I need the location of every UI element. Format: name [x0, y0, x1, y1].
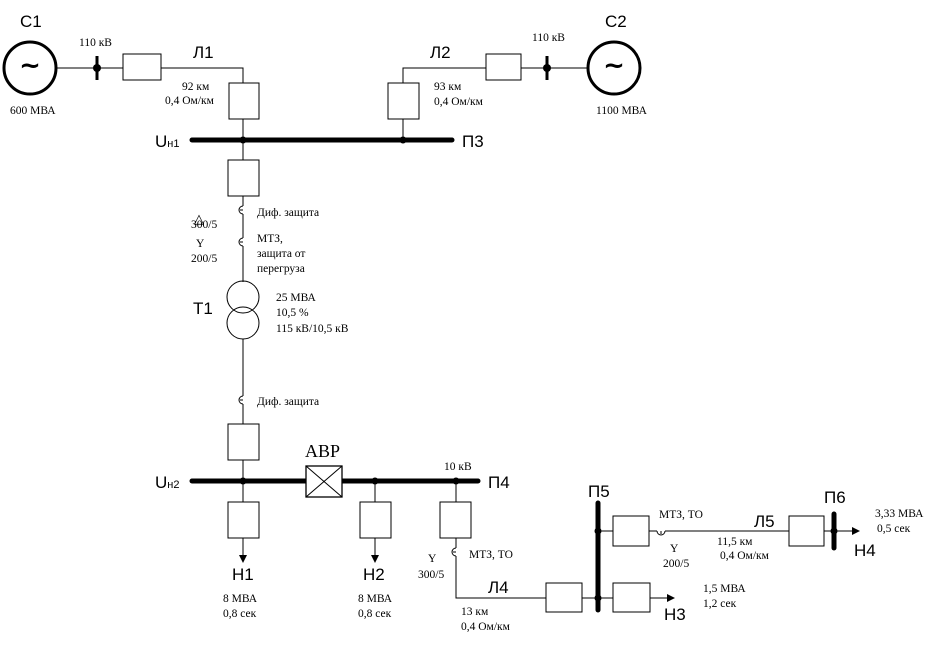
bus-p5-label: П5	[588, 482, 610, 501]
n3-arrow-icon	[667, 594, 675, 602]
bus-un1-label: Uн1	[155, 132, 179, 151]
line-l1-wire	[161, 67, 244, 83]
line-l1-name: Л1	[193, 43, 214, 62]
ct-delta-ratio-text: 300/5	[191, 219, 217, 231]
bus-un2-label: Uн2	[155, 473, 179, 492]
source-c1-voltage: 110 кВ	[79, 37, 112, 49]
c1-switch-box	[122, 53, 162, 81]
transformer-hv-winding-icon	[226, 280, 260, 314]
load-n2-power: 8 МВА	[358, 593, 393, 605]
l5-switch-box	[612, 515, 650, 547]
ct-star-icon: Y	[196, 238, 205, 250]
bus-un2-sub: н2	[167, 479, 179, 491]
line-l1-length: 92 км	[182, 81, 210, 93]
line-l2-wire	[402, 67, 486, 83]
line-l5-resistance: 0,4 Ом/км	[720, 550, 770, 562]
load-n1-time: 0,8 сек	[223, 608, 257, 620]
transformer-power: 25 МВА	[276, 292, 317, 304]
bus-p4-voltage: 10 кВ	[444, 461, 472, 473]
source-c2-power: 1100 МВА	[596, 105, 648, 117]
line-l1-resistance: 0,4 Ом/км	[165, 95, 215, 107]
load-n2-time: 0,8 сек	[358, 608, 392, 620]
l5-ct-star-icon: Y	[670, 543, 679, 555]
t1-hv-switch-box	[227, 159, 260, 197]
l4-ct-star-icon: Y	[428, 553, 437, 565]
l4-end-switch-box	[545, 582, 583, 613]
mtz-line1: МТЗ,	[257, 233, 283, 245]
avr-cross-2	[305, 465, 343, 498]
avr-label: АВР	[305, 441, 340, 461]
line-l4-length: 13 км	[461, 606, 489, 618]
transformer-ratio: 115 кВ/10,5 кВ	[276, 323, 349, 335]
load-n3-power: 1,5 МВА	[703, 583, 746, 595]
line-l5-length: 11,5 км	[717, 536, 753, 548]
n4-arrow-icon	[852, 527, 860, 535]
load-n1-power: 8 МВА	[223, 593, 258, 605]
n2-arrow-icon	[371, 555, 379, 563]
load-n4-power: 3,33 МВА	[875, 508, 924, 520]
t1-lv-switch-box	[227, 423, 260, 461]
l2-switch-box	[387, 82, 420, 120]
line-l2-length: 93 км	[434, 81, 462, 93]
ct-hv-mtz-icon	[238, 237, 244, 247]
line-l4-name: Л4	[488, 578, 509, 597]
load-n3-name: Н3	[664, 605, 686, 624]
c2-switch-box	[485, 53, 522, 81]
line-l5-name: Л5	[754, 512, 775, 531]
c2-breaker-dot	[543, 64, 551, 72]
ct-l5-icon	[656, 530, 666, 536]
c1-breaker-dot	[93, 64, 101, 72]
mtz-line2: защита от	[257, 248, 305, 260]
load-n1-name: Н1	[232, 565, 254, 584]
diff-protection-hv-label: Диф. защита	[257, 207, 319, 219]
load-n3-time: 1,2 сек	[703, 598, 737, 610]
n1-arrow-icon	[239, 555, 247, 563]
bus-un1-sub: н1	[167, 138, 179, 150]
ct-star-ratio: 200/5	[191, 253, 217, 265]
line-l4-wire	[455, 556, 546, 599]
transformer-uk: 10,5 %	[276, 307, 309, 319]
source-c2: ~ С2 1100 МВА 110 кВ	[532, 12, 648, 117]
source-c2-name: С2	[605, 12, 627, 31]
source-c1-name: С1	[20, 12, 42, 31]
ct-delta-icon: △	[194, 212, 204, 227]
bus-p3-label: П3	[462, 132, 484, 151]
ct-lv-diff-icon	[238, 395, 244, 405]
l1-switch-box	[228, 82, 260, 120]
l5-ct-ratio: 200/5	[663, 558, 689, 570]
ct-l4-icon	[451, 547, 457, 557]
bus-un1-node-l2	[399, 136, 407, 144]
source-c1-power: 600 МВА	[10, 105, 56, 117]
load-n4-time: 0,5 сек	[877, 523, 911, 535]
load-n4-name: Н4	[854, 541, 876, 560]
l5-mtz-to-label: МТЗ, ТО	[659, 509, 703, 521]
source-c2-voltage: 110 кВ	[532, 32, 565, 44]
n1-switch-box	[227, 501, 260, 539]
line-l2-resistance: 0,4 Ом/км	[434, 96, 484, 108]
ct-hv-diff-icon	[238, 205, 244, 215]
n3-switch-box	[612, 582, 651, 613]
n2-switch-box	[359, 501, 392, 539]
bus-p4-label: П4	[488, 473, 510, 492]
generator-c2-symbol: ~	[603, 51, 625, 81]
mtz-line3: перегруза	[257, 263, 305, 275]
l5-end-switch-box	[788, 515, 825, 547]
load-n2-name: Н2	[363, 565, 385, 584]
l4-mtz-to-label: МТЗ, ТО	[469, 549, 513, 561]
line-l4-resistance: 0,4 Ом/км	[461, 621, 511, 633]
l4-ct-ratio: 300/5	[418, 569, 444, 581]
l4-switch-box	[439, 501, 472, 539]
generator-c1-symbol: ~	[19, 51, 41, 81]
bus-p6-label: П6	[824, 488, 846, 507]
transformer-t1-name: Т1	[193, 299, 213, 318]
bus-un2-main: U	[155, 473, 167, 492]
diff-protection-lv-label: Диф. защита	[257, 396, 319, 408]
bus-un1-main: U	[155, 132, 167, 151]
line-l2-name: Л2	[430, 43, 451, 62]
transformer-lv-winding-icon	[226, 306, 260, 340]
